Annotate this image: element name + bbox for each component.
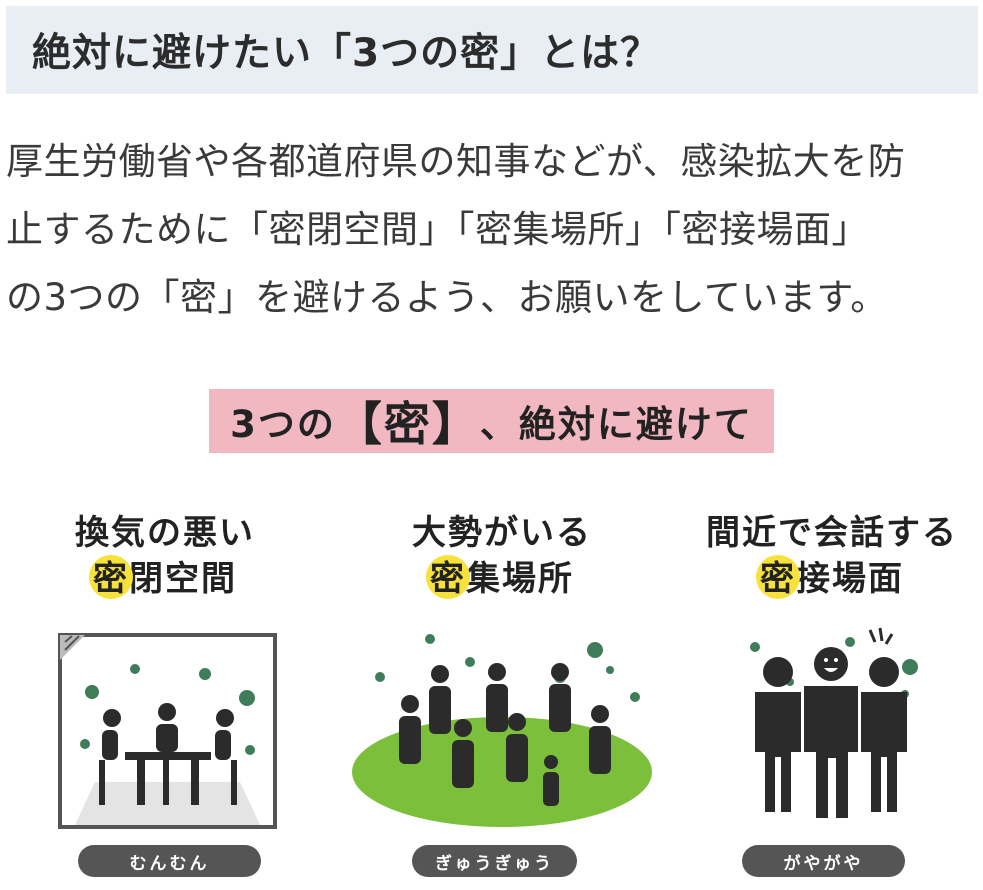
sound-label-pill: ぎゅうぎゅう: [412, 845, 577, 877]
column-title-line1: 間近で会話する: [706, 513, 958, 553]
mitsu-highlight: 密: [426, 551, 470, 600]
column-title-line2: 密閉空間: [5, 551, 325, 600]
column-title-rest: 接場面: [796, 558, 904, 599]
crowded-place-illustration: [352, 634, 652, 827]
sound-label-pill: がやがや: [742, 845, 905, 877]
column-close-contact: 間近で会話する 密接場面: [672, 505, 983, 600]
close-contact-illustration: [750, 627, 918, 818]
column-title-line2: 密集場所: [342, 551, 662, 600]
closed-room-illustration: [58, 633, 277, 829]
column-title-line1: 換気の悪い: [75, 513, 255, 553]
column-closed-space: 換気の悪い 密閉空間: [5, 505, 325, 600]
column-title-line1: 大勢がいる: [412, 513, 592, 553]
sound-label-pill: むんむん: [78, 845, 261, 877]
mitsu-highlight: 密: [756, 551, 800, 600]
three-mitsu-banner: 3つの 【密】 、絶対に避けて: [209, 389, 774, 453]
heading-box: 絶対に避けたい「3つの密」とは？: [6, 6, 978, 94]
banner-prefix: 3つの: [230, 403, 336, 446]
mitsu-highlight: 密: [89, 551, 133, 600]
page-title: 絶対に避けたい「3つの密」とは？: [32, 31, 661, 76]
column-title-line2: 密接場面: [672, 551, 983, 600]
body-line: 厚生労働省や各都道府県の知事などが、感染拡大を防: [6, 140, 906, 183]
banner-suffix: 、絶対に避けて: [479, 403, 753, 446]
column-crowded-place: 大勢がいる 密集場所: [342, 505, 662, 600]
column-title-rest: 集場所: [466, 558, 574, 599]
body-line: の3つの「密」を避けるよう、お願いをしています。: [6, 276, 888, 319]
body-paragraph: 厚生労働省や各都道府県の知事などが、感染拡大を防 止するために「密閉空間」「密集…: [6, 128, 981, 332]
column-title-rest: 閉空間: [129, 558, 237, 599]
body-line: 止するために「密閉空間」「密集場所」「密接場面」: [6, 208, 869, 251]
banner-mitsu: 【密】: [335, 397, 480, 451]
